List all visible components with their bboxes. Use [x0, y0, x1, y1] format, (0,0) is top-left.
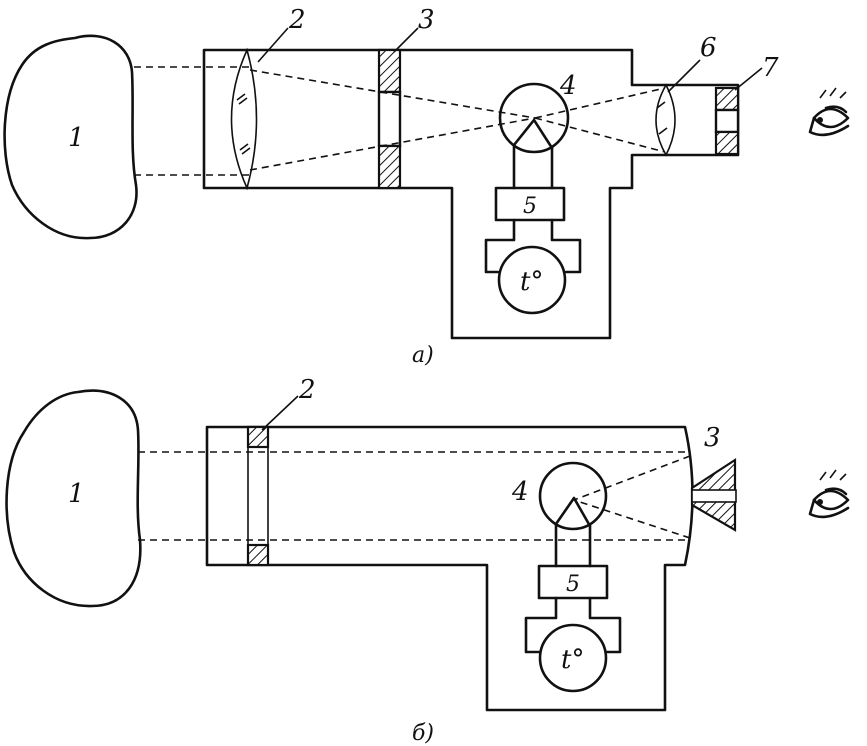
- lamp-filament-a: [512, 118, 554, 150]
- leader-6-a: [667, 59, 701, 93]
- object-blob-a: [3, 34, 138, 240]
- lens-hatch-2: [238, 97, 248, 105]
- circuit-right-b: [588, 596, 622, 654]
- eyepiece-lens-a: [655, 83, 676, 157]
- caption-a: a): [412, 343, 434, 368]
- eye-diaphragm-gap-a: [714, 108, 740, 134]
- leader-7-a: [734, 67, 763, 91]
- diaphragm-label-b: 2: [298, 375, 316, 405]
- ray-conv-bottom-a: [249, 117, 536, 171]
- object-label-a: 1: [68, 123, 85, 153]
- lamp-label-b: 4: [511, 477, 529, 507]
- housing-b: [205, 425, 694, 712]
- ray-reflect-top-b: [573, 455, 691, 501]
- lamp-bulb-a: [498, 82, 570, 154]
- lens-hatch-1: [236, 93, 246, 101]
- meter-label-b: t°: [561, 645, 584, 675]
- meter-b: [538, 623, 608, 693]
- diaphragm-top-a: [377, 48, 402, 94]
- lamp-bulb-b: [538, 461, 608, 531]
- eyepiece-hatch-1: [656, 101, 666, 109]
- lamp-filament-b: [554, 496, 592, 528]
- eyepiece-hatch-2: [658, 127, 668, 135]
- ray-div-top-a: [534, 87, 666, 119]
- diaphragm-top-b: [246, 425, 270, 449]
- mirror-label-b: 3: [704, 423, 721, 453]
- leader-2-b: [261, 395, 299, 431]
- caption-b: б): [412, 721, 434, 746]
- object-blob-b: [5, 389, 142, 608]
- figure-b: 1 2 4 5 t° 3: [5, 375, 850, 746]
- lens-hatch-4: [241, 147, 251, 155]
- circuit-left-a: [484, 218, 516, 274]
- object-label-b: 1: [68, 479, 85, 509]
- eye-diaphragm-top-a: [714, 86, 740, 112]
- ray-reflect-bottom-b: [573, 499, 691, 539]
- ray-conv-top-a: [249, 69, 536, 119]
- eye-diaphragm-bottom-a: [714, 130, 740, 156]
- diaphragm-gap-a: [377, 90, 402, 148]
- eye-diaphragm-label-a: 7: [762, 53, 779, 83]
- lens-label-a: 2: [288, 5, 306, 35]
- lens-hatch-3: [239, 143, 249, 151]
- diaphragm-bottom-a: [377, 144, 402, 190]
- eye-icon-b: [808, 469, 850, 519]
- circuit-right-a: [550, 218, 582, 274]
- rheostat-b: [537, 564, 609, 600]
- eyepiece-channel-b: [691, 489, 737, 503]
- meter-label-a: t°: [520, 267, 543, 297]
- leader-3-a: [393, 27, 419, 53]
- leader-2-a: [257, 27, 289, 63]
- circuit-left-b: [524, 596, 558, 654]
- meter-a: [497, 245, 567, 315]
- diaphragm-label-a: 3: [418, 5, 435, 35]
- objective-lens-a: [230, 47, 258, 191]
- lamp-label-a: 4: [559, 71, 577, 101]
- ray-div-bottom-a: [534, 117, 666, 153]
- eyepiece-label-a: 6: [700, 33, 717, 63]
- rheostat-label-b: 5: [566, 572, 580, 597]
- diaphragm-bottom-b: [246, 543, 270, 567]
- rheostat-a: [494, 186, 566, 222]
- rheostat-label-a: 5: [523, 194, 537, 219]
- eye-icon: [808, 87, 850, 137]
- figure-a: 1 2 3 4 5: [3, 5, 850, 368]
- housing-a: [202, 48, 740, 340]
